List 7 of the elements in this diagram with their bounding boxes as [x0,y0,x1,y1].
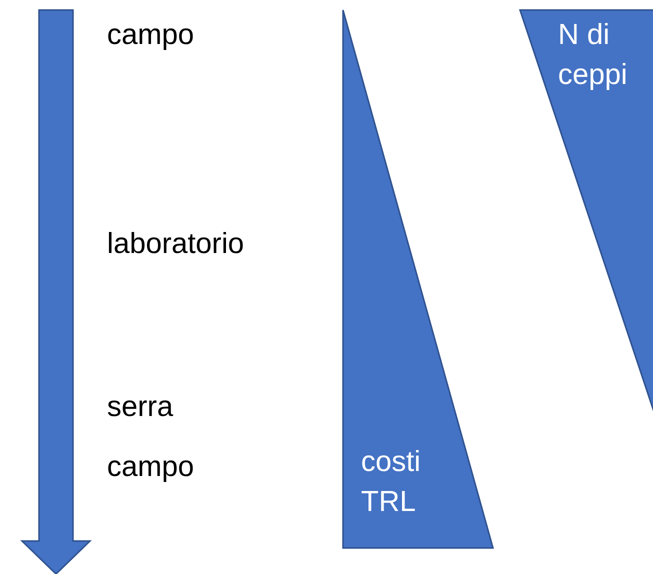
triangle-label: N di ceppi [558,18,628,93]
triangle-label: costi TRL [361,445,422,520]
stage-label: campo [107,18,194,52]
triangle-shape [343,10,495,549]
stage-label: campo [107,450,194,484]
stage-label: serra [107,390,174,424]
stage-label: laboratorio [107,227,244,261]
